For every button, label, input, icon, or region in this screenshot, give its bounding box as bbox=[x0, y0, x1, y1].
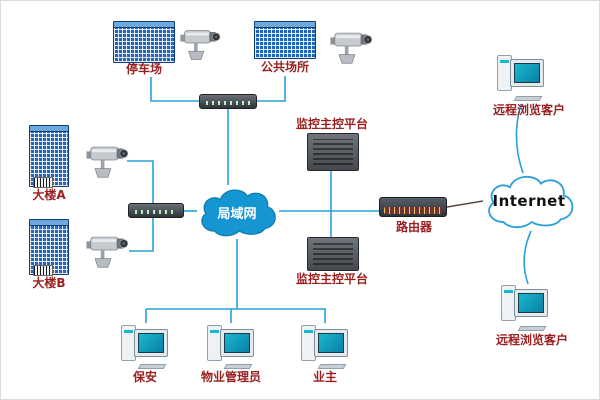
security-computer-icon bbox=[121, 323, 169, 369]
public-place-label: 公共场所 bbox=[260, 60, 309, 74]
server-slots bbox=[313, 139, 353, 165]
switch-ports bbox=[206, 101, 250, 105]
internet-cloud: Internet bbox=[479, 169, 579, 233]
building-a-icon bbox=[29, 125, 69, 188]
pc-base bbox=[137, 364, 167, 369]
server-slots bbox=[313, 243, 353, 265]
lan-label: 局域网 bbox=[217, 206, 257, 222]
pc-screen bbox=[514, 63, 540, 83]
camera-icon bbox=[329, 25, 375, 67]
pc-screen bbox=[318, 333, 344, 353]
building-a-label: 大楼A bbox=[32, 188, 66, 202]
pc-screen bbox=[224, 333, 250, 353]
pc-monitor bbox=[134, 329, 168, 357]
pc-monitor bbox=[510, 59, 544, 87]
camera-icon bbox=[85, 139, 131, 181]
pc-screen bbox=[138, 333, 164, 353]
server-icon bbox=[307, 133, 359, 171]
switch-icon bbox=[199, 94, 257, 109]
building-b-label: 大楼B bbox=[32, 276, 66, 290]
property-manager-label: 物业管理员 bbox=[200, 370, 261, 384]
router-icon bbox=[379, 197, 447, 217]
remote-client-computer-icon bbox=[497, 53, 549, 101]
router-lights bbox=[384, 207, 442, 214]
camera-icon bbox=[85, 229, 131, 271]
pc-screen bbox=[518, 293, 544, 313]
pc-base bbox=[513, 96, 543, 101]
switch-icon bbox=[128, 203, 184, 218]
parking-label: 停车场 bbox=[125, 62, 162, 76]
monitor-platform-top-label: 监控主控平台 bbox=[295, 117, 368, 131]
pc-base bbox=[317, 364, 347, 369]
lan-cloud: 局域网 bbox=[193, 183, 281, 241]
pc-monitor bbox=[514, 289, 548, 317]
parking-building-icon bbox=[113, 21, 175, 63]
camera-icon bbox=[179, 23, 223, 63]
pc-monitor bbox=[314, 329, 348, 357]
pc-base bbox=[223, 364, 253, 369]
switch-ports bbox=[135, 210, 177, 214]
pc-base bbox=[517, 326, 547, 331]
remote-client-top-label: 远程浏览客户 bbox=[492, 103, 565, 117]
public-place-building-icon bbox=[254, 21, 316, 59]
barcode-detail bbox=[33, 265, 53, 276]
server-icon bbox=[307, 237, 359, 271]
property-manager-computer-icon bbox=[207, 323, 255, 369]
owner-computer-icon bbox=[301, 323, 349, 369]
barcode-detail bbox=[33, 177, 53, 188]
router-label: 路由器 bbox=[395, 220, 432, 234]
building-b-icon bbox=[29, 219, 69, 276]
pc-monitor bbox=[220, 329, 254, 357]
monitor-platform-bottom-label: 监控主控平台 bbox=[295, 272, 368, 286]
pc-tower bbox=[501, 285, 516, 321]
remote-client-bottom-label: 远程浏览客户 bbox=[495, 333, 568, 347]
remote-client-computer-icon bbox=[501, 283, 553, 331]
security-guard-label: 保安 bbox=[132, 370, 157, 384]
owner-label: 业主 bbox=[312, 370, 337, 384]
internet-label: Internet bbox=[492, 192, 566, 210]
